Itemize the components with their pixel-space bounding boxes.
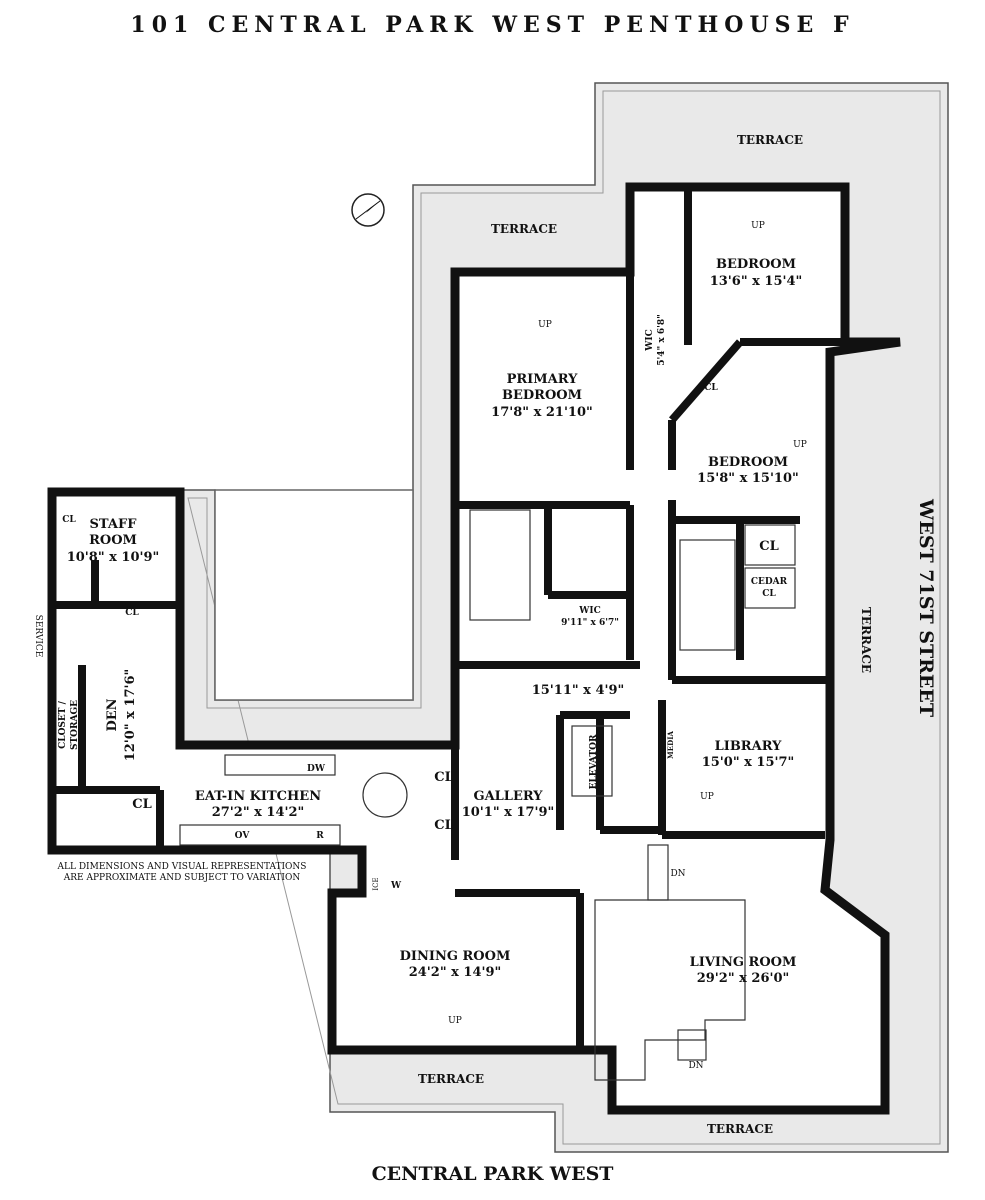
dining-room-dims: 24'2" x 14'9"	[409, 965, 502, 980]
terrace-label-right: TERRACE	[859, 607, 873, 673]
street-label-right: WEST 71ST STREET	[915, 498, 937, 717]
wic-small-label: WIC	[645, 329, 655, 351]
bedroom-mid-label: BEDROOM	[708, 455, 788, 470]
closet-storage-label-2: STORAGE	[70, 700, 80, 750]
compass-icon	[351, 193, 385, 227]
bedroom-top-label: BEDROOM	[716, 257, 796, 272]
living-room-label: LIVING ROOM	[690, 955, 797, 970]
staff-room-label-2: ROOM	[89, 533, 137, 548]
hall-dims: 15'11" x 4'9"	[532, 683, 625, 698]
refrigerator-label: R	[316, 831, 324, 841]
terrace-label-bottom-right: TERRACE	[707, 1122, 773, 1136]
den-dims: 12'0" x 17'6"	[123, 669, 138, 762]
staff-room-dims: 10'8" x 10'9"	[67, 550, 160, 565]
cedar-closet-label-2: CL	[762, 589, 776, 599]
closet-label: CL	[125, 608, 139, 618]
terrace-label-bottom-left: TERRACE	[418, 1072, 484, 1086]
dishwasher-label: DW	[307, 764, 326, 774]
primary-bedroom-label-2: BEDROOM	[502, 388, 582, 403]
wic-primary-label: WIC	[578, 606, 600, 616]
closet-label: CL	[62, 515, 76, 525]
plan-title: 101 CENTRAL PARK WEST PENTHOUSE F	[130, 12, 855, 38]
apartment-outline	[47, 182, 901, 1115]
bedroom-top-dims: 13'6" x 15'4"	[710, 274, 803, 289]
media-label: MEDIA	[666, 731, 675, 759]
up-label: UP	[538, 320, 552, 330]
terrace-label-top: TERRACE	[737, 133, 803, 147]
oven-label: OV	[235, 831, 251, 841]
closet-label: CL	[434, 818, 454, 833]
gallery-label: GALLERY	[473, 789, 543, 804]
primary-bedroom-label-1: PRIMARY	[507, 372, 579, 387]
terrace-label-upper-left: TERRACE	[491, 222, 557, 236]
washer-label: W	[390, 881, 402, 891]
primary-bedroom-dims: 17'8" x 21'10"	[491, 405, 593, 420]
staff-room-label-1: STAFF	[90, 517, 138, 532]
library-label: LIBRARY	[715, 739, 783, 754]
kitchen-label: EAT-IN KITCHEN	[195, 789, 321, 804]
gallery-dims: 10'1" x 17'9"	[462, 805, 555, 820]
living-room-dims: 29'2" x 26'0"	[697, 971, 790, 986]
up-label: UP	[700, 792, 714, 802]
disclaimer-line-1: ALL DIMENSIONS AND VISUAL REPRESENTATION…	[57, 862, 307, 872]
elevator-label: ELEVATOR	[589, 734, 599, 789]
up-label: UP	[793, 440, 807, 450]
closet-label: CL	[704, 383, 718, 393]
service-entry-label: SERVICE	[33, 615, 43, 658]
down-label: DN	[670, 869, 685, 879]
wic-small-dims: 5'4" x 6'8"	[657, 314, 667, 366]
bedroom-mid-dims: 15'8" x 15'10"	[697, 471, 799, 486]
closet-storage-label-1: CLOSET /	[58, 700, 68, 749]
library-dims: 15'0" x 15'7"	[702, 755, 795, 770]
closet-label: CL	[434, 770, 454, 785]
den-label: DEN	[105, 698, 120, 731]
closet-label: CL	[132, 797, 152, 812]
up-label: UP	[751, 221, 765, 231]
cedar-closet-label-1: CEDAR	[751, 577, 788, 587]
ice-label: ICE	[372, 877, 380, 890]
dining-room-label: DINING ROOM	[400, 949, 511, 964]
fixtures	[179, 509, 796, 1081]
courtyard	[214, 489, 414, 701]
down-label: DN	[688, 1061, 703, 1071]
disclaimer-line-2: ARE APPROXIMATE AND SUBJECT TO VARIATION	[63, 873, 301, 883]
wic-primary-dims: 9'11" x 6'7"	[561, 618, 619, 628]
terrace-inner-border	[187, 90, 941, 1145]
interior-walls	[48, 187, 845, 1050]
closet-label: CL	[759, 539, 779, 554]
kitchen-dims: 27'2" x 14'2"	[212, 805, 305, 820]
street-label-bottom: CENTRAL PARK WEST	[371, 1163, 614, 1185]
up-label: UP	[448, 1016, 462, 1026]
